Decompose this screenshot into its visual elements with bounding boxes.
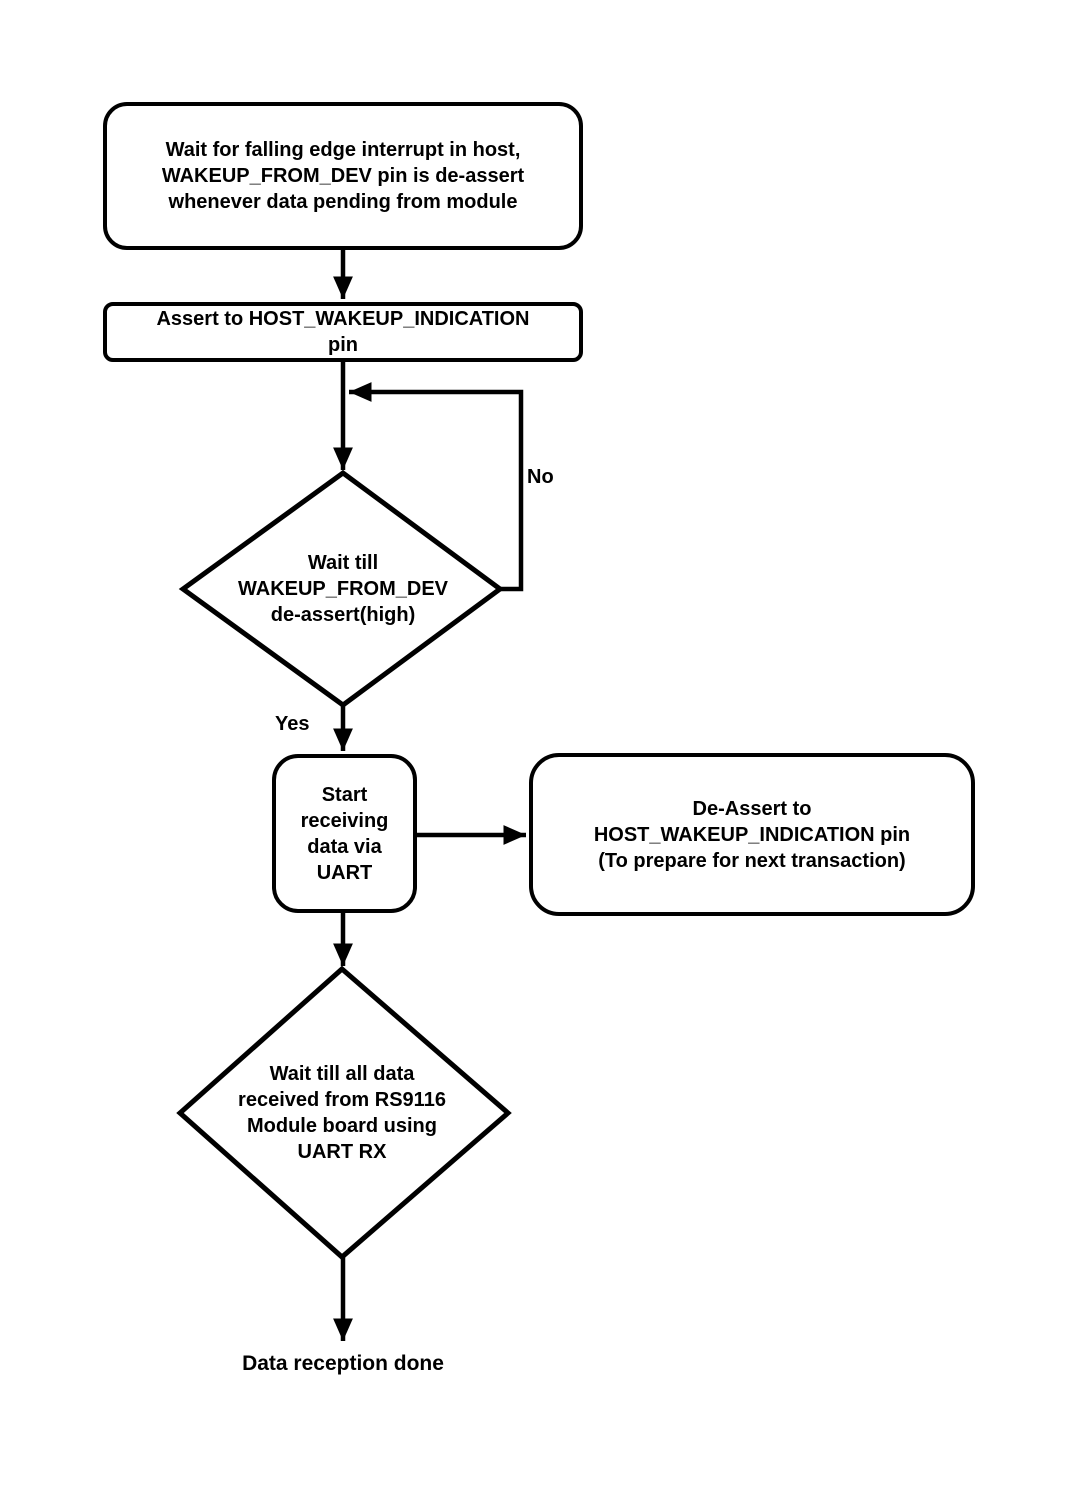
node-wait-interrupt: Wait for falling edge interrupt in host,… [103,102,583,250]
node-start-receiving-label: Start receiving data via UART [300,783,389,884]
node-deassert-pin: De-Assert to HOST_WAKEUP_INDICATION pin … [529,753,975,916]
decision-wait-all-data-shape [176,965,512,1261]
node-assert-pin-label: Assert to HOST_WAKEUP_INDICATION pin [156,308,530,356]
decision-wait-deassert-label: Wait till WAKEUP_FROM_DEV de-assert(high… [237,552,449,626]
edge-no-loop-arrow [349,382,524,592]
edge-label-no: No [527,466,554,488]
decision-wait-deassert-shape [178,469,505,709]
decision-wait-all-data-label: Wait till all data received from RS9116 … [238,1063,446,1163]
terminal-done-label: Data reception done [242,1352,444,1375]
node-wait-interrupt-label: Wait for falling edge interrupt in host,… [161,139,525,213]
edge-label-yes: Yes [275,713,310,735]
node-start-receiving: Start receiving data via UART [272,754,417,913]
node-assert-pin: Assert to HOST_WAKEUP_INDICATION pin [103,302,583,362]
node-deassert-pin-label: De-Assert to HOST_WAKEUP_INDICATION pin … [593,797,911,872]
